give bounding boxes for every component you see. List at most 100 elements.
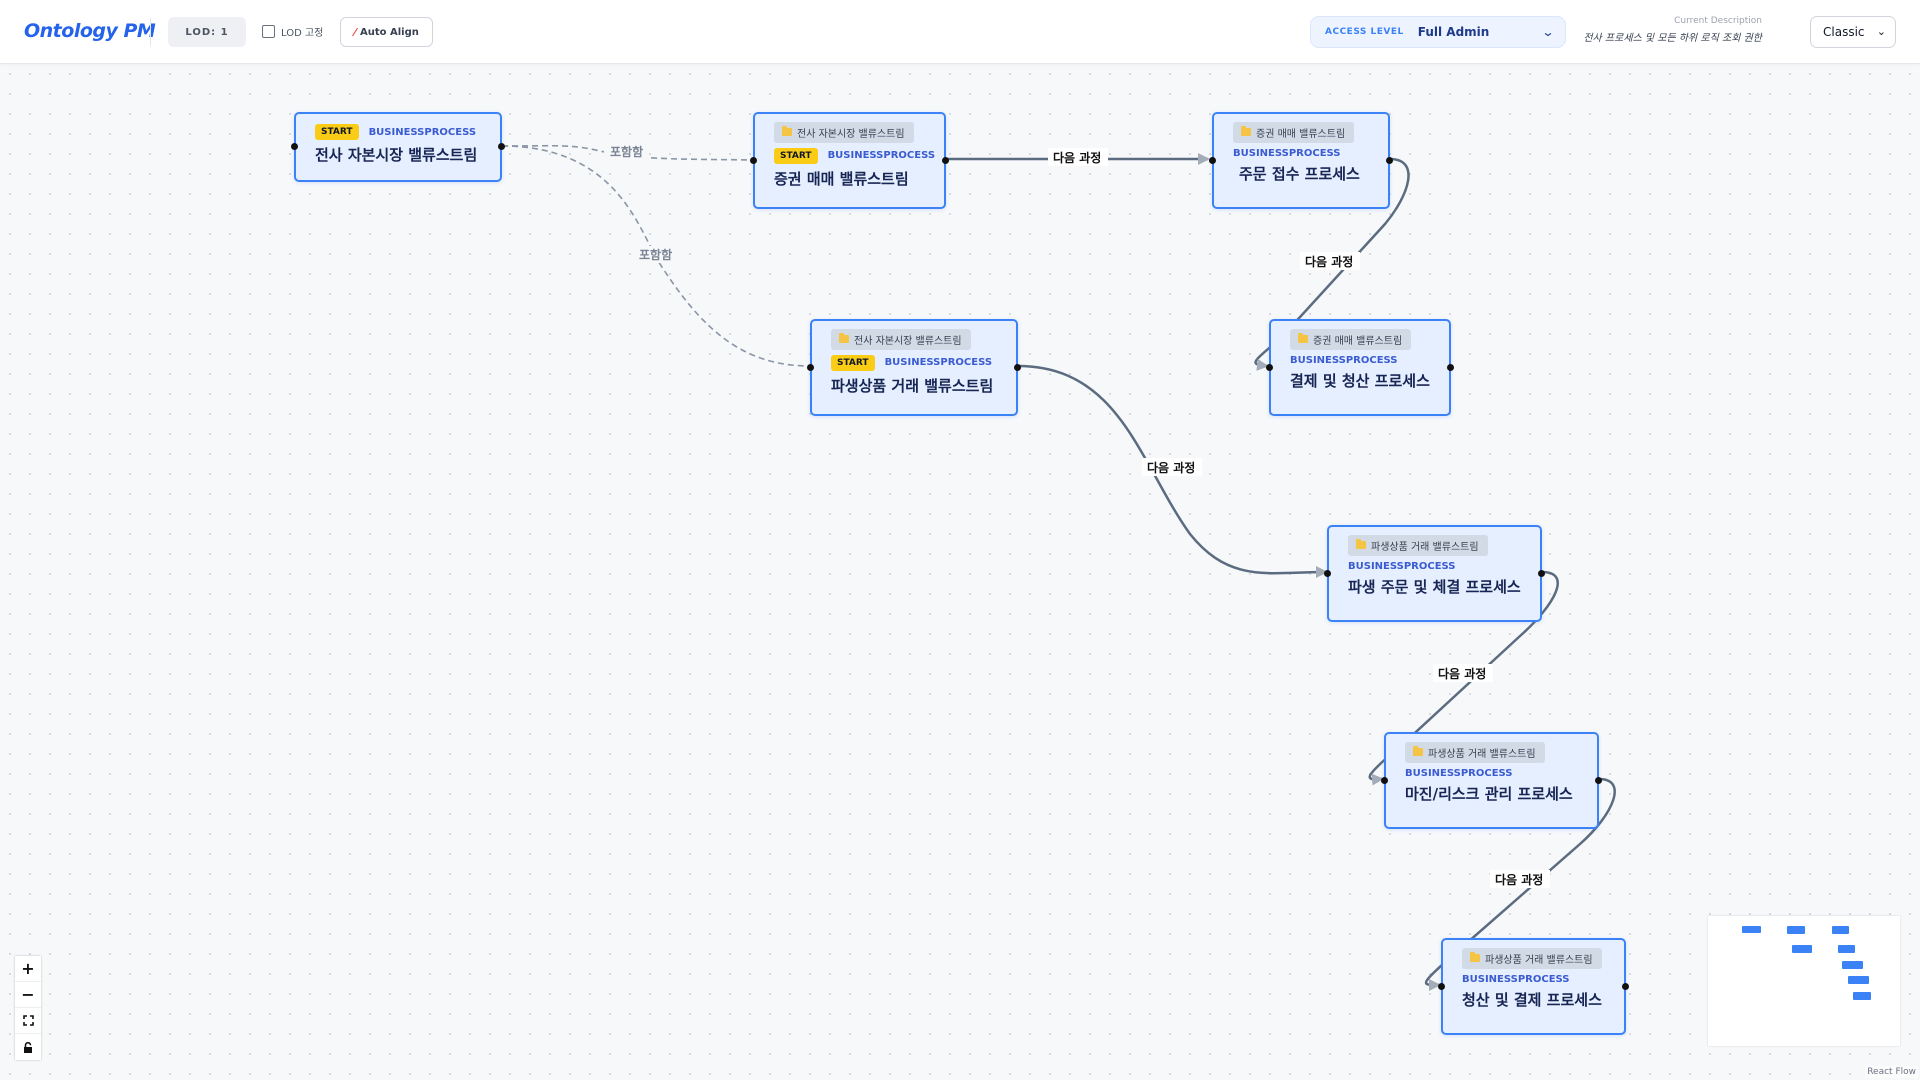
zoom-in-button[interactable]: + (15, 956, 41, 982)
node-meta: START BUSINESSPROCESS (831, 354, 1000, 371)
lod-fix-toggle[interactable]: LOD 고정 (262, 24, 323, 39)
node-meta: START BUSINESSPROCESS (315, 124, 484, 140)
node-handle-right[interactable] (1595, 777, 1602, 784)
minimap-node (1853, 992, 1871, 1000)
edge-label-bg (1300, 252, 1360, 270)
folder-icon (1413, 746, 1423, 756)
folder-icon (1470, 952, 1480, 962)
node-meta: BUSINESSPROCESS (1405, 768, 1581, 779)
edge-contains-n1-n5[interactable] (501, 145, 811, 367)
node-meta: BUSINESSPROCESS (1348, 561, 1524, 572)
edge-label-next: 다음 과정 (1438, 666, 1486, 681)
node-title: 전사 자본시장 밸류스트림 (315, 146, 478, 164)
zoom-out-button[interactable]: − (15, 982, 41, 1008)
edge-next-n5-n6[interactable] (1017, 364, 1328, 579)
node-type-label: BUSINESSPROCESS (884, 357, 993, 368)
node-handle-left[interactable] (1381, 777, 1388, 784)
node-handle-right[interactable] (1014, 364, 1021, 371)
node-meta: START BUSINESSPROCESS (774, 147, 935, 164)
node-handle-left[interactable] (1324, 570, 1331, 577)
node-handle-left[interactable] (1266, 364, 1273, 371)
access-level-select[interactable]: ACCESS LEVEL Full Admin ⌄ (1310, 16, 1566, 48)
chevron-down-icon: ⌄ (1876, 25, 1886, 38)
node-handle-left[interactable] (750, 157, 757, 164)
lod-fix-checkbox[interactable] (262, 25, 275, 38)
minimap-node (1832, 926, 1849, 934)
process-node[interactable]: 증권 매매 밸류스트림 BUSINESSPROCESS 주문 접수 프로세스 (1209, 112, 1393, 209)
node-type-label: BUSINESSPROCESS (1233, 147, 1341, 159)
folder-icon (1298, 333, 1308, 343)
minimap[interactable] (1708, 916, 1900, 1046)
lock-icon (24, 1041, 32, 1053)
process-node[interactable]: 파생상품 거래 밸류스트림 BUSINESSPROCESS 청산 및 결제 프로… (1438, 938, 1629, 1035)
process-node[interactable]: START BUSINESSPROCESS 전사 자본시장 밸류스트림 (291, 112, 505, 182)
parent-badge: 파생상품 거래 밸류스트림 (1348, 534, 1488, 556)
auto-align-button[interactable]: ⁄ Auto Align (340, 17, 433, 47)
edge-label-bg (1142, 458, 1202, 476)
edge-label-next: 다음 과정 (1495, 872, 1543, 887)
node-handle-right[interactable] (1538, 570, 1545, 577)
edge-label-bg (1490, 870, 1550, 888)
chevron-down-icon: ⌄ (1541, 25, 1555, 39)
parent-badge: 전사 자본시장 밸류스트림 (831, 328, 971, 350)
process-node[interactable]: 전사 자본시장 밸류스트림 START BUSINESSPROCESS 증권 매… (750, 112, 949, 209)
node-title: 결제 및 청산 프로세스 (1290, 371, 1430, 390)
theme-select[interactable]: Classic ⌄ (1810, 16, 1896, 48)
folder-icon (1241, 126, 1251, 136)
edge-next-n7-n8[interactable] (1424, 777, 1616, 992)
edge-label-next: 다음 과정 (1053, 150, 1101, 165)
access-level-label: ACCESS LEVEL (1325, 27, 1404, 37)
minus-icon: − (21, 985, 35, 1004)
lod-fix-label: LOD 고정 (281, 28, 324, 39)
node-handle-left[interactable] (1438, 983, 1445, 990)
app-logo: Ontology PM (24, 20, 156, 42)
lod-level-badge: LOD: 1 (168, 17, 246, 47)
node-title: 청산 및 결제 프로세스 (1462, 990, 1602, 1009)
edge-next-n3-n4[interactable] (1254, 157, 1410, 371)
node-meta: BUSINESSPROCESS (1462, 974, 1608, 985)
folder-icon (839, 333, 849, 343)
start-badge: START (315, 124, 359, 140)
node-handle-right[interactable] (1447, 364, 1454, 371)
process-node[interactable]: 증권 매매 밸류스트림 BUSINESSPROCESS 결제 및 청산 프로세스 (1266, 319, 1454, 416)
flow-canvas[interactable]: 포함함 포함함 다음 과정 다음 과정 다음 과정 다음 과정 다음 과정 ST… (0, 64, 1920, 1080)
node-title: 파생상품 거래 밸류스트림 (831, 376, 994, 395)
node-handle-left[interactable] (1209, 157, 1216, 164)
parent-badge: 파생상품 거래 밸류스트림 (1462, 947, 1602, 969)
edge-next-n6-n7[interactable] (1368, 570, 1559, 786)
edge-label-contains: 포함함 (610, 144, 643, 159)
start-badge: START (831, 354, 875, 371)
node-title: 파생 주문 및 체결 프로세스 (1348, 577, 1521, 596)
minimap-node (1838, 945, 1855, 953)
minimap-node (1842, 961, 1863, 969)
folder-icon (782, 126, 792, 136)
current-description: Current Description 전사 프로세스 및 모든 하위 로직 조… (1583, 16, 1762, 44)
lock-button[interactable] (15, 1034, 41, 1060)
node-type-label: BUSINESSPROCESS (1405, 767, 1513, 779)
process-node[interactable]: 전사 자본시장 밸류스트림 START BUSINESSPROCESS 파생상품… (807, 319, 1021, 416)
folder-icon (1356, 539, 1366, 549)
node-type-label: BUSINESSPROCESS (827, 150, 936, 161)
minimap-node (1848, 976, 1869, 984)
node-meta: BUSINESSPROCESS (1233, 148, 1372, 159)
fit-view-button[interactable] (15, 1008, 41, 1034)
node-title: 주문 접수 프로세스 (1239, 164, 1360, 183)
node-handle-right[interactable] (1622, 983, 1629, 990)
minimap-node (1792, 945, 1812, 953)
edge-label-bg (1048, 148, 1108, 166)
node-handle-left[interactable] (807, 364, 814, 371)
node-title: 마진/리스크 관리 프로세스 (1405, 784, 1573, 803)
node-handle-right[interactable] (498, 143, 505, 150)
process-node[interactable]: 파생상품 거래 밸류스트림 BUSINESSPROCESS 마진/리스크 관리 … (1381, 732, 1602, 829)
node-type-label: BUSINESSPROCESS (1348, 560, 1456, 572)
process-node[interactable]: 파생상품 거래 밸류스트림 BUSINESSPROCESS 파생 주문 및 체결… (1324, 525, 1545, 622)
node-handle-right[interactable] (942, 157, 949, 164)
node-handle-left[interactable] (291, 143, 298, 150)
node-meta: BUSINESSPROCESS (1290, 355, 1433, 366)
react-flow-attribution[interactable]: React Flow (1865, 1066, 1918, 1078)
edge-label-next: 다음 과정 (1305, 254, 1353, 269)
minimap-node (1787, 926, 1805, 934)
node-type-label: BUSINESSPROCESS (1462, 973, 1570, 985)
node-handle-right[interactable] (1386, 157, 1393, 164)
current-description-text: 전사 프로세스 및 모든 하위 로직 조회 권한 (1583, 33, 1762, 44)
